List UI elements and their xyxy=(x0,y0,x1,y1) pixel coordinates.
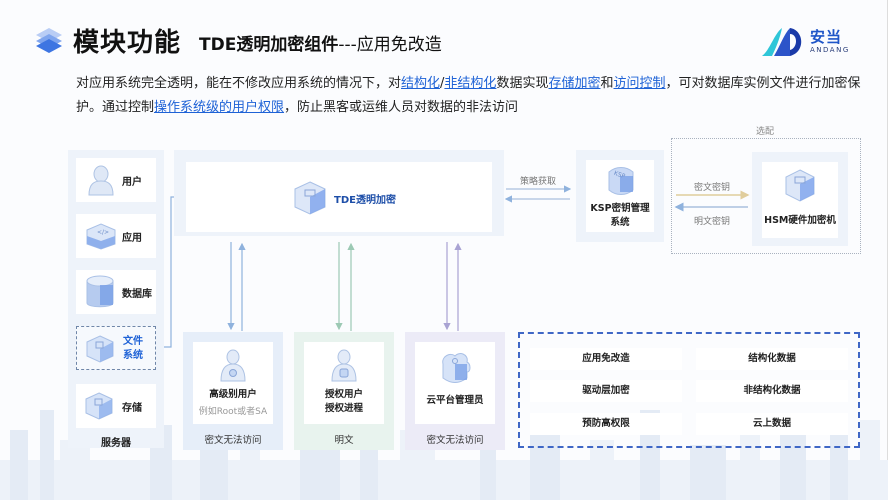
layers-icon xyxy=(36,28,62,53)
ksp-panel: KSP KSP密钥管理系统 xyxy=(576,150,664,242)
link-unstructured[interactable]: 非结构化 xyxy=(444,76,497,91)
role-title: 高级别用户 xyxy=(209,389,257,400)
link-access-control[interactable]: 访问控制 xyxy=(613,76,666,91)
database-icon xyxy=(86,275,114,308)
desc-text: / xyxy=(440,76,445,91)
tde-cube-icon xyxy=(294,181,326,215)
ksp-card[interactable]: KSP KSP密钥管理系统 xyxy=(586,160,654,232)
server-item-user[interactable]: 用户 xyxy=(76,158,156,202)
role-card-cloud-admin[interactable]: 云平台管理员 xyxy=(415,342,495,424)
page-title: 模块功能 xyxy=(73,28,182,58)
tde-label: TDE透明加密 xyxy=(334,195,396,206)
subtitle-bold: TDE透明加密组件 xyxy=(199,35,339,55)
role-panel-admin: 高级别用户 例如Root或者SA 密文无法访问 xyxy=(183,332,283,450)
server-item-label: 用户 xyxy=(122,177,142,188)
app-icon: </> xyxy=(86,223,116,250)
role-title: 云平台管理员 xyxy=(426,395,484,406)
role-panel-authorized: 授权用户授权进程 明文 xyxy=(294,332,394,450)
hsm-panel: HSM硬件加密机 xyxy=(752,152,848,246)
role-subtitle: 例如Root或者SA xyxy=(198,407,268,417)
role-title: 授权用户授权进程 xyxy=(304,388,384,416)
server-item-label: 应用 xyxy=(122,233,142,244)
label-line: 文件 xyxy=(123,336,143,347)
features-box: 应用免改造 结构化数据 驱动层加密 非结构化数据 预防高权限 云上数据 xyxy=(518,332,860,448)
optional-group-box xyxy=(671,138,861,254)
cloud-admin-icon xyxy=(442,353,471,383)
role-footer: 明文 xyxy=(334,435,354,446)
link-storage-encryption[interactable]: 存储加密 xyxy=(548,76,601,91)
desc-text: 和 xyxy=(600,76,614,91)
link-structured[interactable]: 结构化 xyxy=(401,76,441,91)
ksp-label: KSP密钥管理系统 xyxy=(586,202,654,230)
feature-item: 结构化数据 xyxy=(696,348,848,370)
feature-item: 云上数据 xyxy=(696,413,848,435)
subtitle-rest: ---应用免改造 xyxy=(338,35,442,55)
logo-text-en: ANDANG xyxy=(810,46,850,54)
plaintext-key-label: 明文密钥 xyxy=(694,217,731,227)
server-item-filesystem[interactable]: 文件系统 xyxy=(76,326,156,370)
server-item-storage[interactable]: 存储 xyxy=(76,384,156,428)
server-item-database[interactable]: 数据库 xyxy=(76,270,156,314)
hsm-label: HSM硬件加密机 xyxy=(764,215,836,226)
link-os-permissions[interactable]: 操作系统级的用户权限 xyxy=(154,100,285,115)
user-icon xyxy=(88,165,114,196)
role-panel-cloud-admin: 云平台管理员 密文无法访问 xyxy=(405,332,505,450)
hsm-card[interactable]: HSM硬件加密机 xyxy=(762,162,838,238)
feature-item: 应用免改造 xyxy=(530,348,682,370)
feature-item: 驱动层加密 xyxy=(530,380,682,402)
hsm-cube-icon xyxy=(785,169,815,202)
ksp-shield-icon: KSP xyxy=(608,167,634,195)
server-item-label: 数据库 xyxy=(122,289,152,300)
server-item-label: 存储 xyxy=(122,403,142,414)
role-footer: 密文无法访问 xyxy=(204,435,262,446)
desc-text: 对应用系统完全透明，能在不修改应用系统的情况下，对 xyxy=(76,76,402,91)
optional-label: 选配 xyxy=(756,127,775,137)
svg-text:KSP: KSP xyxy=(613,170,626,181)
ciphertext-key-label: 密文密钥 xyxy=(694,183,731,193)
role-card-admin[interactable]: 高级别用户 例如Root或者SA xyxy=(193,342,273,424)
strategy-arrow-label: 策略获取 xyxy=(520,177,557,187)
page-subtitle: TDE透明加密组件---应用免改造 xyxy=(199,30,442,55)
tde-panel: TDE透明加密 xyxy=(174,150,504,236)
svg-text:</>: </> xyxy=(97,229,109,236)
server-column-footer: 服务器 xyxy=(101,438,131,449)
desc-text: 数据实现 xyxy=(496,76,549,91)
feature-item: 预防高权限 xyxy=(530,413,682,435)
feature-item: 非结构化数据 xyxy=(696,380,848,402)
desc-text: ，可对数据库实例文件进行加密保护。通过控制 xyxy=(76,76,861,115)
description-paragraph: 对应用系统完全透明，能在不修改应用系统的情况下，对结构化/非结构化数据实现存储加… xyxy=(76,72,866,120)
server-item-app[interactable]: </> 应用 xyxy=(76,214,156,258)
logo-text-cn: 安当 xyxy=(810,28,843,46)
authorized-user-icon xyxy=(331,349,357,382)
role-card-authorized[interactable]: 授权用户授权进程 xyxy=(304,342,384,424)
server-column: 用户 </> 应用 数据库 文件系统 xyxy=(68,150,164,449)
filesystem-icon xyxy=(86,335,114,363)
role-footer: 密文无法访问 xyxy=(426,435,484,446)
label-line: 系统 xyxy=(123,350,143,361)
label-line: 授权用户 xyxy=(324,389,363,400)
label-line: KSP密钥管理 xyxy=(590,203,650,214)
server-item-label: 文件系统 xyxy=(123,335,143,363)
desc-text: ，防止黑客或运维人员对数据的非法访问 xyxy=(284,100,519,115)
andang-logo: 安当 ANDANG xyxy=(760,24,860,58)
storage-icon xyxy=(85,392,113,420)
label-line: 系统 xyxy=(610,217,630,228)
tde-card[interactable]: TDE透明加密 xyxy=(186,162,492,232)
andang-logo-mark-icon xyxy=(762,28,802,56)
label-line: 授权进程 xyxy=(324,403,363,414)
admin-user-icon xyxy=(220,349,246,382)
